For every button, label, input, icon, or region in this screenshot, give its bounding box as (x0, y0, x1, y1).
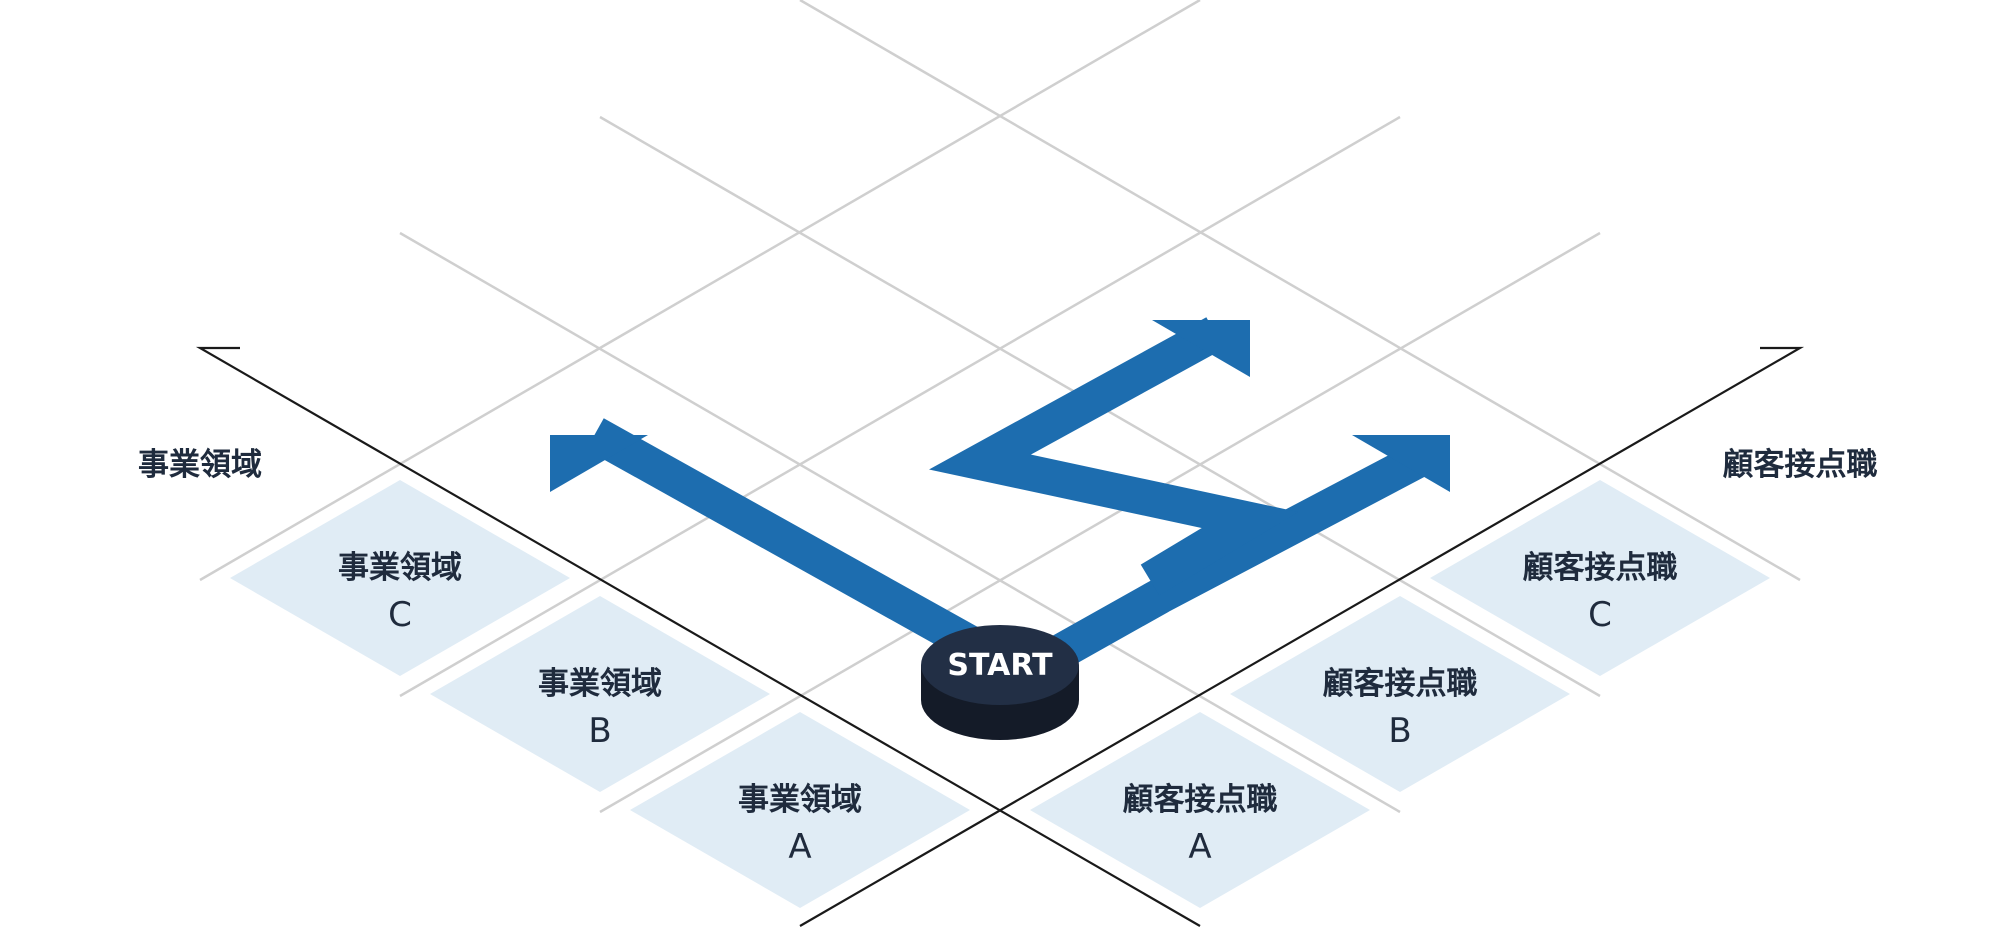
grid-line (399, 115, 1401, 698)
start-marker: START (921, 625, 1079, 740)
arrow-left-path (586, 418, 1009, 676)
tile-right-b (1230, 596, 1570, 792)
arrow-left-head (550, 435, 648, 492)
tile-left-c-letter: C (388, 595, 412, 635)
tile-left-a (630, 712, 970, 908)
tile-left-b (430, 596, 770, 792)
axes (195, 346, 1805, 927)
grid-line (199, 0, 1201, 582)
grid-line (599, 231, 1601, 814)
left-axis-label: 事業領域 (138, 447, 262, 483)
arrow-right-path (1046, 444, 1427, 671)
left-axis (195, 346, 1201, 927)
tile-left-a-letter: A (788, 827, 811, 867)
grid-line (399, 231, 1401, 814)
arrow-right-head (1352, 435, 1450, 492)
grid-line (799, 0, 1801, 582)
start-top (921, 625, 1079, 705)
tile-right-a-label: 顧客接点職 (1123, 782, 1278, 818)
tile-right-c-letter: C (1588, 595, 1612, 635)
tile-right-c-label: 顧客接点職 (1523, 550, 1678, 586)
tile-right-a (1030, 712, 1370, 908)
right-axis (799, 346, 1805, 927)
tile-right-c (1430, 480, 1770, 676)
tile-left-b-label: 事業領域 (538, 666, 662, 702)
arrow-middle-head (1152, 320, 1250, 377)
career-arrows (550, 317, 1450, 676)
tile-right-b-letter: B (1388, 711, 1411, 751)
grid (199, 0, 1801, 814)
tile-left-a-label: 事業領域 (738, 782, 862, 818)
tile-left-c (230, 480, 570, 676)
right-tiles (1030, 480, 1770, 908)
tile-right-a-letter: A (1188, 827, 1211, 867)
tile-left-b-letter: B (588, 711, 611, 751)
tile-right-b-label: 顧客接点職 (1323, 666, 1478, 702)
arrow-middle-path (929, 317, 1299, 596)
right-axis-label: 顧客接点職 (1723, 447, 1878, 483)
tile-left-c-label: 事業領域 (338, 550, 462, 586)
start-label: START (947, 648, 1053, 683)
left-tiles (230, 480, 970, 908)
